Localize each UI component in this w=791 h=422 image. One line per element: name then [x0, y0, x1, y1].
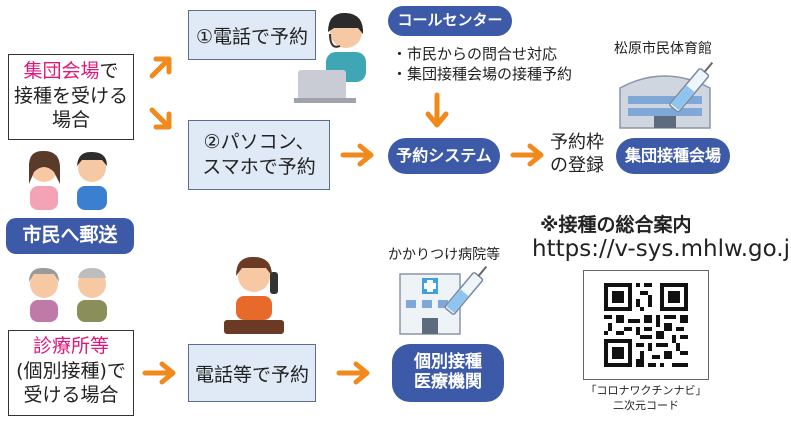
gymnasium-illustration [614, 58, 744, 130]
group-venue-line2: 接種を受ける [13, 84, 128, 107]
call-center-item-booking: ・集団接種会場の接種予約 [392, 65, 573, 84]
phone-user-illustration [214, 252, 294, 336]
arrow-right-icon [340, 143, 376, 167]
phone-etc-reservation-box: 電話等で予約 [188, 344, 316, 402]
call-center-items: ・市民からの問合せ対応 ・集団接種会場の接種予約 [392, 44, 572, 85]
arrow-up-right-icon [146, 52, 176, 82]
hospital-illustration [392, 266, 512, 336]
arrow-down-right-icon [146, 104, 176, 134]
slot-line1: 予約枠 [550, 132, 604, 153]
arrow-right-icon [142, 361, 178, 385]
group-venue-line3: 場合 [51, 109, 90, 132]
elderly-couple-illustration [14, 262, 124, 322]
arrow-right-icon [336, 361, 372, 385]
qr-caption-line1: 「コロナワクチンナビ」 [585, 384, 707, 397]
call-center-label: コールセンター [388, 6, 512, 36]
arrow-down-icon [425, 92, 449, 132]
group-vaccination-venue-label: 集団接種会場 [616, 138, 730, 174]
clinic-label-line1: 個別接種 [414, 352, 482, 373]
qr-caption-line2: 二次元コード [613, 398, 679, 412]
clinic-highlight: 診療所等 [32, 335, 109, 357]
hospital-caption: かかりつけ病院等 [388, 247, 501, 263]
venue-caption: 松原市民体育館 [614, 41, 712, 57]
clinic-line3: 受ける場合 [23, 384, 119, 407]
couple-illustration [14, 146, 124, 210]
mail-to-citizens-label: 市民へ郵送 [6, 218, 134, 254]
slot-line2: の登録 [550, 154, 604, 176]
clinic-line2: (個別接種)で [16, 359, 126, 382]
phone-reservation-box: ①電話で予約 [188, 10, 316, 60]
pc-smartphone-reservation-box: ②パソコン、 スマホで予約 [188, 120, 330, 190]
info-url[interactable]: https://v-sys.mhlw.go.jp/ [532, 236, 791, 262]
arrow-right-icon [510, 143, 546, 167]
reservation-system-label: 予約システム [388, 138, 500, 174]
slot-registration-text: 予約枠 の登録 [550, 132, 604, 177]
clinic-label-line2: 医療機関 [414, 372, 482, 392]
pc-box-line1: ②パソコン、 [203, 131, 315, 154]
qr-code-frame [583, 270, 709, 380]
individual-clinic-label: 個別接種 医療機関 [392, 344, 504, 402]
qr-caption: 「コロナワクチンナビ」 二次元コード [574, 384, 718, 414]
group-venue-case-box: 集団会場で 接種を受ける 場合 [8, 54, 134, 140]
group-venue-text: で [99, 60, 119, 82]
group-venue-highlight: 集団会場 [23, 60, 100, 82]
info-heading: ※接種の総合案内 [540, 214, 692, 236]
call-center-item-inquiry: ・市民からの問合せ対応 [392, 45, 558, 63]
clinic-case-box: 診療所等 (個別接種)で 受ける場合 [8, 330, 134, 416]
pc-box-line2: スマホで予約 [202, 156, 316, 178]
qr-code-icon [604, 283, 688, 367]
operator-illustration [290, 6, 382, 104]
